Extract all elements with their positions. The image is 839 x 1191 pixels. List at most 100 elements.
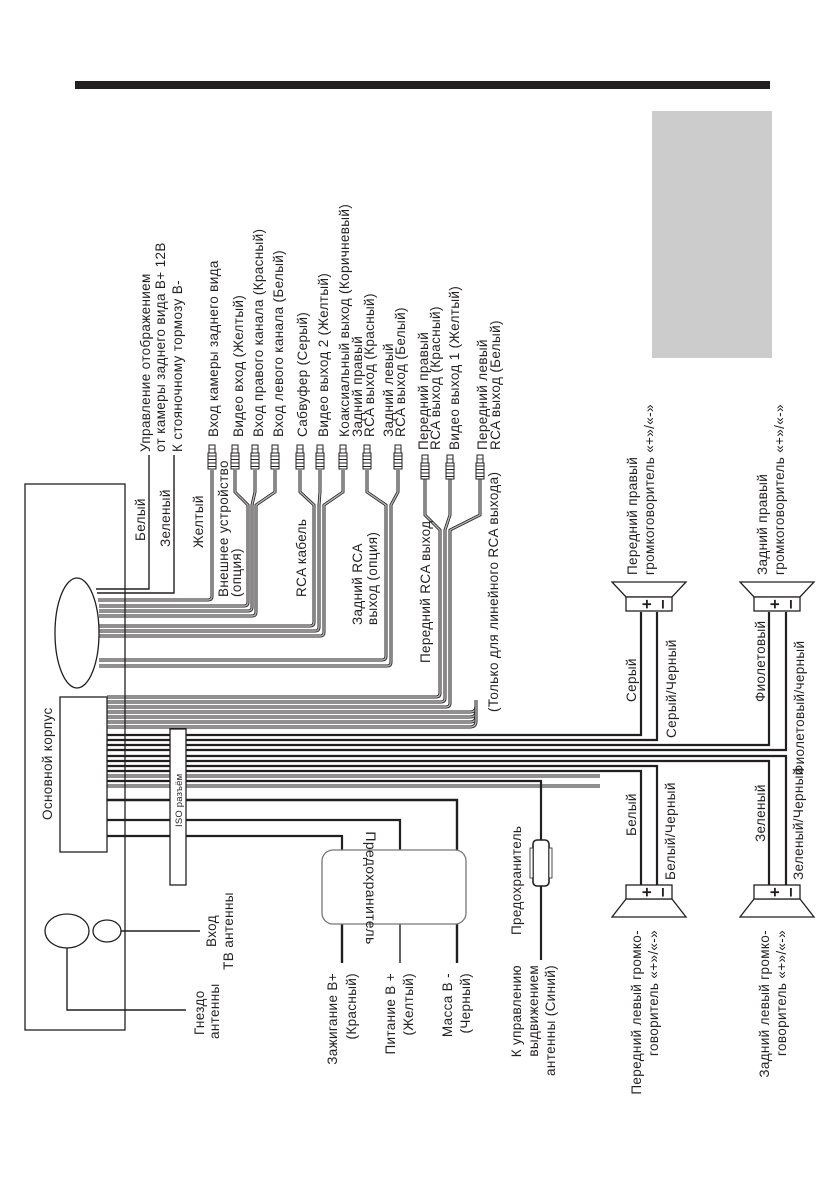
wire-speaker-4 (107, 754, 788, 885)
rca-plug-icon (230, 444, 240, 470)
connector-label: Вход правого канала (Красный) (251, 229, 266, 437)
rca-plug-icon (315, 444, 325, 470)
minus-terminal: − (782, 887, 801, 897)
connector-label: Видео выход 1 (Желтый) (447, 286, 462, 450)
connector-label: Видео вход (Желтый) (231, 295, 246, 437)
wire-label-white-spk: Белый (624, 793, 639, 836)
rca-plugs (207, 444, 485, 480)
wire-label-white: Белый (133, 498, 148, 541)
rear-camera-control-label-1: Управление отображением (138, 273, 153, 452)
battery-label-2: (Желтый) (401, 973, 416, 1035)
wire-green (97, 455, 175, 594)
wire-speaker-6 (107, 764, 659, 885)
wire-speaker-5 (107, 759, 771, 885)
wires (66, 455, 788, 1011)
minus-terminal: − (654, 599, 673, 609)
battery-label-1: Питание В + (383, 973, 398, 1055)
fuse-box (321, 849, 467, 925)
minus-terminal: − (654, 887, 673, 897)
rear-right-speaker-label-2: громкоговоритель «+»/«-» (772, 404, 787, 575)
connector-label: Передний левый (475, 339, 490, 450)
antenna-socket-icon (44, 913, 90, 949)
ground-label-2: (Черный) (458, 973, 473, 1034)
wire-label-violet: Фиолетовый (753, 621, 768, 702)
wire-label-yellow: Желтый (191, 495, 206, 548)
wire-label-white-black: Белый/Черный (663, 782, 678, 880)
rca-plug-icon (475, 454, 485, 480)
wire-rca-5 (99, 470, 345, 638)
plus-terminal: + (638, 599, 657, 609)
rear-right-speaker-label-1: Задний правый (755, 474, 770, 575)
rca-plug-icon (420, 454, 430, 480)
wire-rca-6 (99, 470, 388, 662)
antenna-control-label-3: антенны (Синий) (543, 965, 558, 1076)
front-right-speaker-icon: +− (610, 581, 688, 612)
external-device-label-1: Внешнее устройство (216, 460, 231, 597)
antenna-control-label-2: выдвижением (526, 965, 541, 1057)
antenna-socket-label-2: антенны (207, 983, 222, 1039)
wire-rca-3 (99, 470, 316, 628)
wire-front-rca-1 (107, 478, 452, 704)
tv-antenna-label-2: ТВ антенны (221, 892, 236, 970)
tv-antenna-socket-icon (92, 919, 122, 943)
rca-plug-icon (250, 444, 260, 470)
connector-label: Передний правый (416, 332, 431, 450)
wire-rca-0 (99, 470, 250, 608)
wire-rca-2 (99, 470, 277, 618)
rca-plug-icon (207, 444, 217, 470)
connector-label: Задний левый (381, 343, 396, 437)
connector-label: RCA выход (Красный) (362, 293, 377, 437)
wire-front-rca-0 (107, 478, 442, 699)
front-left-speaker-label-1: Передний левый громко- (629, 930, 644, 1095)
wire-antenna-control (107, 779, 543, 840)
rear-rca-label-1: Задний RCA (350, 543, 365, 625)
rca-plug-icon (362, 444, 372, 470)
connector-label: RCA выход (Белый) (488, 320, 503, 450)
antenna-control-label-1: К управлению (509, 965, 524, 1057)
ground-label-1: Масса В - (440, 973, 455, 1037)
main-unit-label: Основной корпус (40, 707, 55, 820)
connector-label: Задний правый (350, 336, 365, 437)
main-unit-connector (59, 696, 108, 853)
rear-left-speaker-label-1: Задний левый громко- (757, 930, 772, 1078)
plus-terminal: + (766, 887, 785, 897)
connector-label: Видео выход 2 (Желтый) (316, 273, 331, 437)
wire-gray-aux-3 (107, 700, 478, 729)
wire-label-gray-black: Серый/Черный (664, 639, 679, 738)
line-rca-only-label: (Только для линейного RCA выхода) (486, 472, 501, 712)
fuse-box-label: Предохранитель (363, 831, 379, 944)
rear-left-speaker-label-2: говоритель «+»/«-» (774, 930, 789, 1056)
wire-speaker-3 (107, 612, 788, 752)
connector-label: Вход камеры заднего вида (206, 260, 221, 437)
rear-right-speaker-icon: +− (738, 581, 816, 612)
front-rca-label: Передний RCA выход (418, 521, 433, 663)
external-device-label-2: (опция) (229, 548, 244, 597)
wire-antenna-socket (66, 948, 186, 1011)
wire-speaker-1 (107, 612, 659, 742)
wire-rca-4 (99, 470, 322, 633)
wire-rca-1 (99, 470, 257, 613)
minus-terminal: − (782, 599, 801, 609)
wire-rca-7 (99, 470, 400, 668)
wire-speaker-7 (107, 769, 643, 885)
side-panel (652, 111, 772, 358)
antenna-fuse-icon (529, 839, 553, 887)
wire-front-rca-2 (107, 478, 482, 709)
front-right-speaker-label-2: громкоговоритель «+»/«-» (642, 404, 657, 575)
wire-white (96, 455, 150, 590)
ignition-label-1: Зажигание В+ (325, 973, 340, 1065)
head-unit-outline (24, 483, 126, 1031)
rear-left-speaker-icon: +− (738, 884, 816, 918)
connector-label: Вход левого канала (Белый) (271, 250, 286, 437)
wire-label-violet-black: Фиолетовый/черный (792, 641, 807, 775)
antenna-socket-label-1: Гнездо (192, 990, 207, 1035)
antenna-fuse-label: Предохранитель (509, 826, 524, 935)
wire-ground (107, 798, 459, 850)
header-bar (75, 81, 770, 89)
rca-cable-label: RCA кабель (294, 519, 309, 597)
rca-plug-icon (445, 454, 455, 480)
ignition-label-2: (Красный) (344, 973, 359, 1039)
rca-plug-icon (338, 444, 348, 470)
